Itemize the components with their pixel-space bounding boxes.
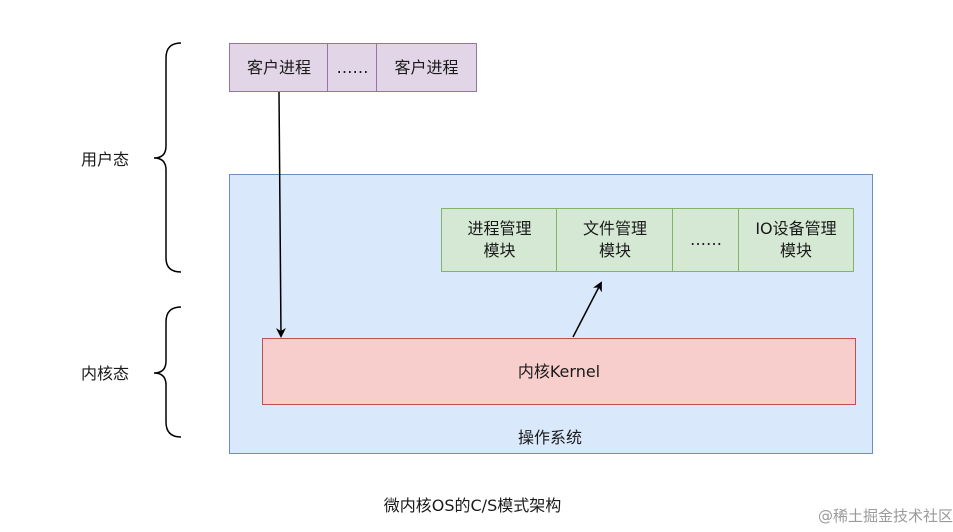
client-process-2: 客户进程 — [376, 43, 477, 92]
module-ellipsis: …… — [672, 208, 740, 272]
file-management-module-label: 文件管理 模块 — [582, 219, 647, 260]
user-space-label: 用户态 — [80, 150, 129, 169]
user-space-brace — [153, 42, 182, 273]
os-label: 操作系统 — [517, 428, 582, 447]
io-device-management-module-label: IO设备管理 模块 — [755, 219, 837, 260]
figure-caption: 微内核OS的C/S模式架构 — [383, 496, 562, 515]
kernel-box: 内核Kernel — [262, 338, 856, 405]
kernel-space-label: 内核态 — [80, 364, 129, 383]
process-management-module-label: 进程管理 模块 — [467, 219, 532, 260]
file-management-module: 文件管理 模块 — [556, 208, 674, 272]
io-device-management-module: IO设备管理 模块 — [738, 208, 854, 272]
watermark: @稀土掘金技术社区 — [817, 507, 953, 525]
client-process-1: 客户进程 — [229, 43, 329, 92]
kernel-space-brace — [153, 306, 182, 438]
client-process-ellipsis: …… — [327, 43, 378, 92]
process-management-module: 进程管理 模块 — [441, 208, 558, 272]
